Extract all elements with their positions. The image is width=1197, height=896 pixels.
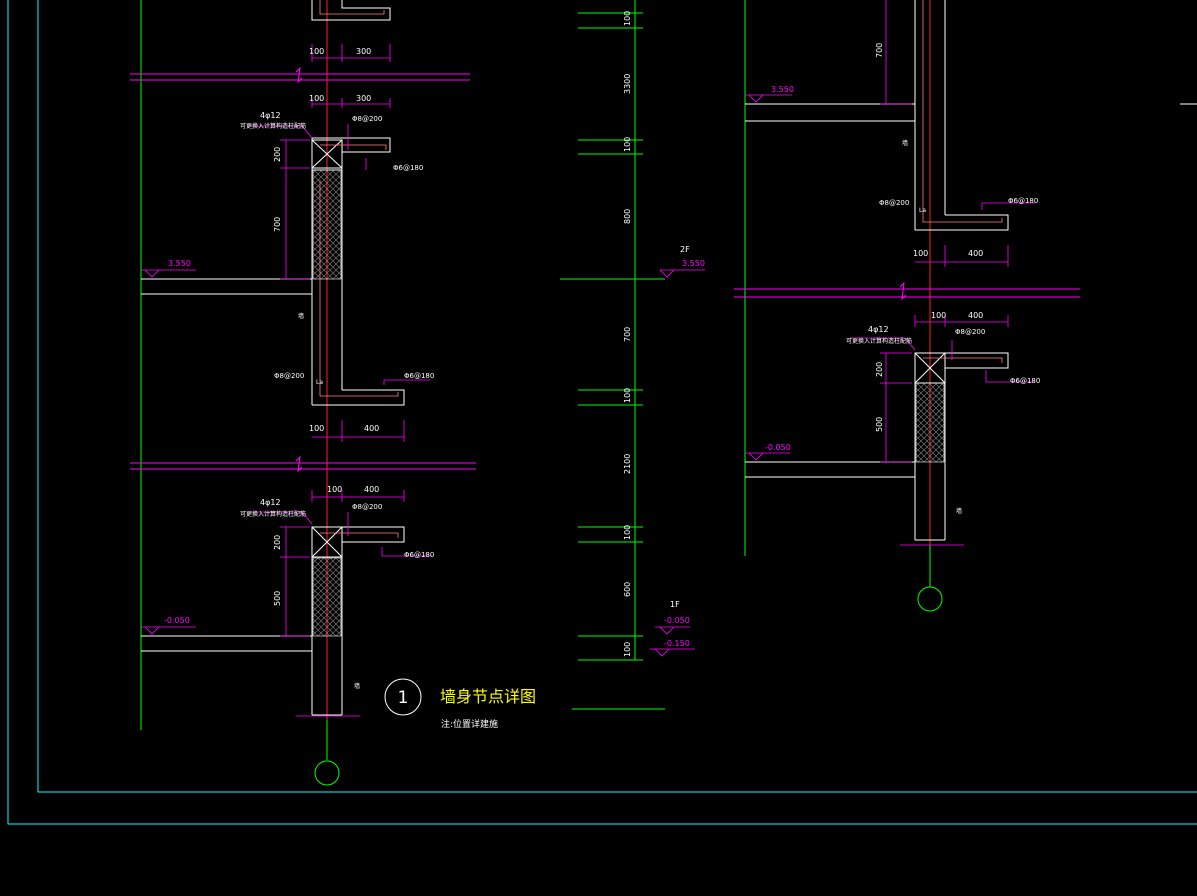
wall-mark: 墙 bbox=[956, 507, 962, 515]
rebar-phi8: Φ8@200 bbox=[955, 328, 985, 336]
level-3550: 3.550 bbox=[168, 259, 191, 268]
middle-elevation: 100 3300 100 800 700 100 2100 100 600 10… bbox=[560, 0, 705, 710]
level-minus-050: -0.050 bbox=[765, 443, 791, 452]
dim-600: 600 bbox=[623, 582, 632, 597]
rebar-4phi12: 4φ12 bbox=[868, 325, 889, 334]
rebar-phi6: Φ6@180 bbox=[1010, 377, 1040, 385]
title-number: 1 bbox=[398, 688, 409, 708]
rebar-phi8: Φ8@200 bbox=[274, 372, 304, 380]
axis-bubble bbox=[917, 586, 943, 612]
right-detail: 700 100 400 100 400 200 500 Φ8@200 La Φ6… bbox=[734, 0, 1197, 612]
rebar-4phi12: 4φ12 bbox=[260, 498, 281, 507]
dim-300: 300 bbox=[356, 94, 371, 103]
dim-100: 100 bbox=[623, 11, 632, 26]
dim-400: 400 bbox=[364, 424, 379, 433]
dim-800: 800 bbox=[623, 209, 632, 224]
dim-300: 300 bbox=[356, 47, 371, 56]
level-3550: 3.550 bbox=[682, 259, 705, 268]
dim-100: 100 bbox=[327, 485, 342, 494]
left-detail: 100 300 100 300 100 400 100 400 200 700 … bbox=[130, 0, 536, 786]
level-minus-150: -0.150 bbox=[664, 639, 690, 648]
dim-100: 100 bbox=[309, 47, 324, 56]
floor-2f: 2F bbox=[680, 245, 690, 254]
title-main: 墙身节点详图 bbox=[440, 687, 536, 706]
dim-100: 100 bbox=[309, 94, 324, 103]
rebar-phi8: Φ8@200 bbox=[352, 503, 382, 511]
dim-400: 400 bbox=[968, 311, 983, 320]
wall-mark: 墙 bbox=[298, 312, 304, 320]
rebar-note: 可更换入计算构造柱配筋 bbox=[240, 122, 306, 130]
dim-100: 100 bbox=[309, 424, 324, 433]
dim-200: 200 bbox=[273, 535, 282, 550]
dim-400: 400 bbox=[364, 485, 379, 494]
wall-mark: 墙 bbox=[902, 139, 908, 147]
rebar-phi6: Φ6@180 bbox=[1008, 197, 1038, 205]
rebar-note: 可更换入计算构造柱配筋 bbox=[240, 510, 306, 518]
dim-200: 200 bbox=[273, 147, 282, 162]
floor-1f: 1F bbox=[670, 600, 680, 609]
rebar-phi6: Φ6@180 bbox=[404, 372, 434, 380]
level-minus-050: -0.050 bbox=[164, 616, 190, 625]
dim-700: 700 bbox=[623, 327, 632, 342]
dim-400: 400 bbox=[968, 249, 983, 258]
dim-3300: 3300 bbox=[623, 74, 632, 94]
dim-100: 100 bbox=[623, 388, 632, 403]
rebar-la: La bbox=[316, 379, 323, 386]
rebar-phi8: Φ8@200 bbox=[879, 199, 909, 207]
drawing-frame bbox=[7, 0, 1197, 825]
rebar-phi8: Φ8@200 bbox=[352, 115, 382, 123]
dim-700: 700 bbox=[273, 217, 282, 232]
dim-100: 100 bbox=[931, 311, 946, 320]
rebar-note: 可更换入计算构造柱配筋 bbox=[846, 337, 912, 345]
dim-700: 700 bbox=[875, 43, 884, 58]
dim-100: 100 bbox=[623, 137, 632, 152]
rebar-la: La bbox=[919, 207, 926, 214]
wall-mark: 墙 bbox=[354, 682, 360, 690]
rebar-phi6: Φ6@180 bbox=[404, 551, 434, 559]
title-bubble bbox=[384, 678, 422, 716]
dim-500: 500 bbox=[273, 591, 282, 606]
dim-100: 100 bbox=[623, 642, 632, 657]
axis-bubble bbox=[314, 760, 340, 786]
rebar-phi6: Φ6@180 bbox=[393, 164, 423, 172]
dim-200: 200 bbox=[875, 362, 884, 377]
title-note: 注:位置详建施 bbox=[441, 718, 498, 730]
rebar-4phi12: 4φ12 bbox=[260, 111, 281, 120]
dim-100: 100 bbox=[913, 249, 928, 258]
level-minus-050: -0.050 bbox=[664, 616, 690, 625]
dim-100: 100 bbox=[623, 525, 632, 540]
level-3550: 3.550 bbox=[771, 85, 794, 94]
dim-500: 500 bbox=[875, 417, 884, 432]
dim-2100: 2100 bbox=[623, 454, 632, 474]
